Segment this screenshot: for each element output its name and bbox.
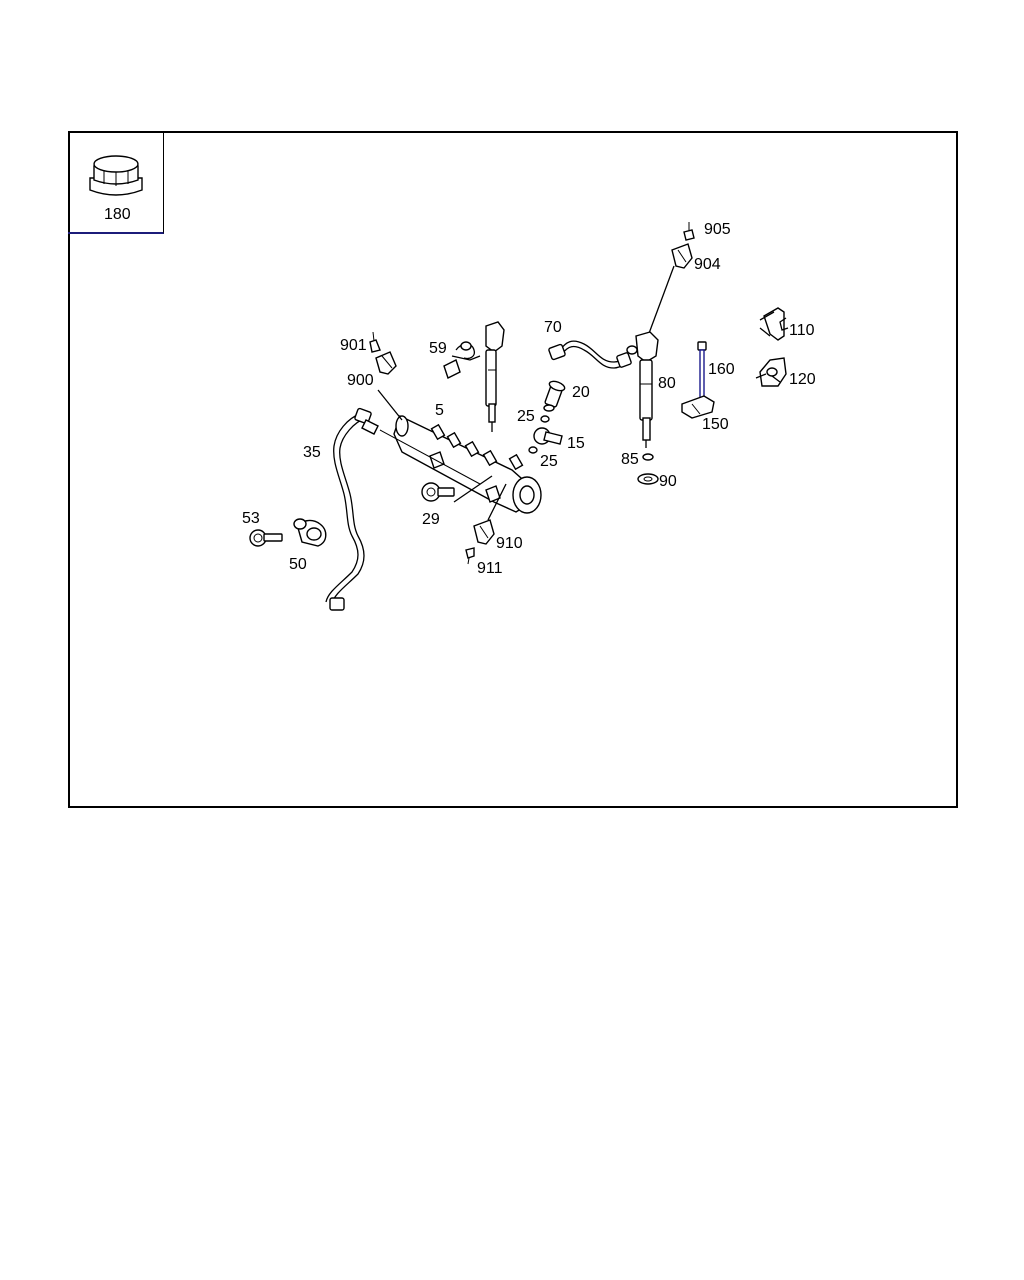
callout-35: 35 xyxy=(303,444,321,461)
diagram-frame xyxy=(68,131,958,808)
callout-911: 911 xyxy=(477,560,503,577)
injector-left-icon[interactable] xyxy=(485,321,505,432)
callout-85: 85 xyxy=(621,451,639,468)
callout-80: 80 xyxy=(658,375,676,392)
callout-25b: 25 xyxy=(540,453,558,470)
sensor-900-icon[interactable] xyxy=(375,351,397,375)
callout-901: 901 xyxy=(340,337,367,354)
seal-ring-85-icon[interactable] xyxy=(642,453,654,461)
plug-905-icon[interactable] xyxy=(683,222,695,241)
callout-29: 29 xyxy=(422,511,440,528)
fuel-line-35-icon[interactable] xyxy=(325,407,379,611)
sensor-904-icon[interactable] xyxy=(671,243,693,269)
callout-150: 150 xyxy=(702,416,729,433)
clamp-150-icon[interactable] xyxy=(681,395,715,419)
callout-50: 50 xyxy=(289,556,307,573)
inset-box xyxy=(68,131,164,234)
inset-label: 180 xyxy=(104,206,131,223)
callout-53: 53 xyxy=(242,510,260,527)
fuel-rail-5-icon[interactable] xyxy=(379,415,542,514)
callout-120: 120 xyxy=(789,371,816,388)
cap-nut-icon[interactable] xyxy=(89,155,143,196)
bracket-120-icon[interactable] xyxy=(755,357,787,387)
callout-70: 70 xyxy=(544,319,562,336)
callout-15: 15 xyxy=(567,435,585,452)
stretch-bolt-160-icon[interactable] xyxy=(697,341,707,399)
banjo-fitting-15-icon[interactable] xyxy=(533,427,563,445)
connector-clip-59-icon[interactable] xyxy=(443,341,481,379)
seal-ring-25a-icon[interactable] xyxy=(540,415,550,423)
plug-901-icon[interactable] xyxy=(369,331,381,353)
copper-washer-90-icon[interactable] xyxy=(637,473,659,485)
injector-80-icon[interactable] xyxy=(626,331,659,448)
sensor-910-icon[interactable] xyxy=(473,519,495,545)
callout-5: 5 xyxy=(435,402,444,419)
callout-160: 160 xyxy=(708,361,735,378)
bolt-29-icon[interactable] xyxy=(421,475,493,503)
callout-110: 110 xyxy=(789,322,815,339)
clamp-50-icon[interactable] xyxy=(293,518,327,547)
plug-911-icon[interactable] xyxy=(465,547,475,565)
valve-20-icon[interactable] xyxy=(543,380,566,412)
injector-line-70-icon[interactable] xyxy=(548,340,632,369)
seal-ring-25b-icon[interactable] xyxy=(528,446,538,454)
callout-905: 905 xyxy=(704,221,731,238)
bracket-110-icon[interactable] xyxy=(759,307,789,341)
callout-900: 900 xyxy=(347,372,374,389)
callout-25a: 25 xyxy=(517,408,535,425)
callout-904: 904 xyxy=(694,256,721,273)
callout-59: 59 xyxy=(429,340,447,357)
callout-20: 20 xyxy=(572,384,590,401)
bolt-53-icon[interactable] xyxy=(249,529,283,547)
callout-910: 910 xyxy=(496,535,523,552)
callout-90: 90 xyxy=(659,473,677,490)
